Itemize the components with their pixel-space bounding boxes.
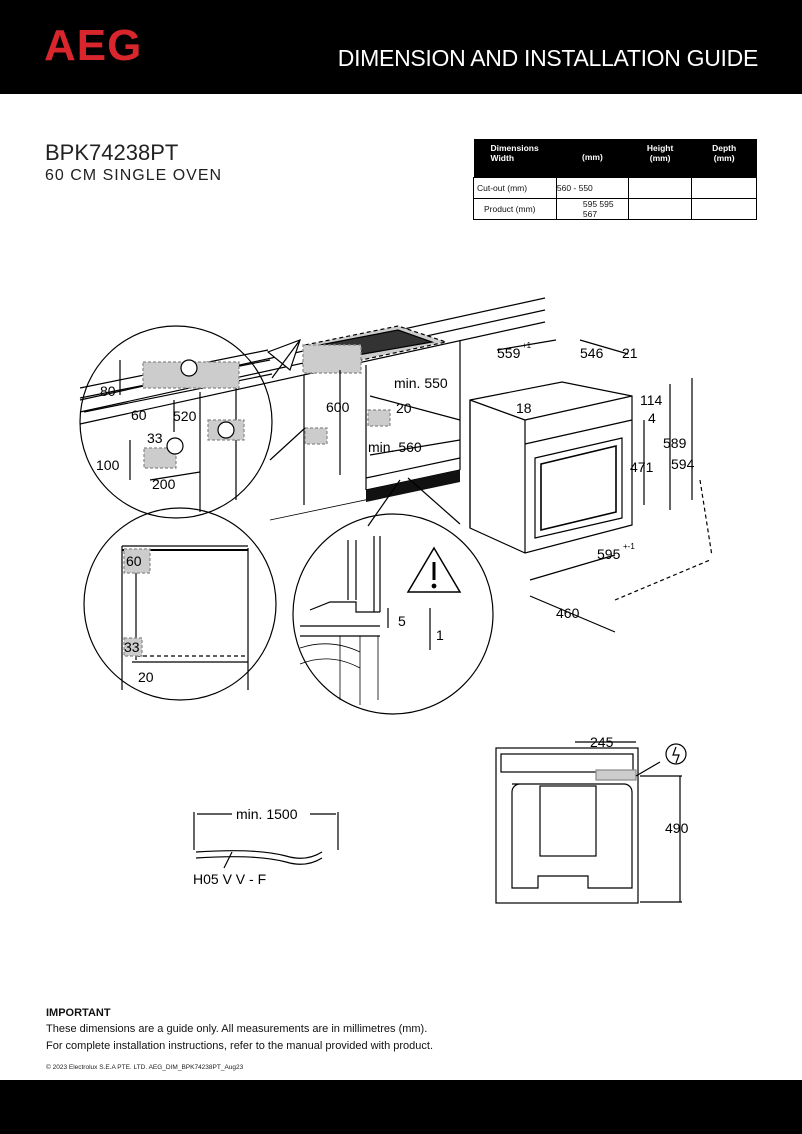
dim-label: 33 <box>147 430 163 446</box>
dim-label: 595 <box>597 546 621 562</box>
detail-circle-2 <box>83 507 277 701</box>
row-value: 595 595 567 <box>555 198 629 220</box>
dim-label: 594 <box>671 456 695 472</box>
dim-label-sup: +-1 <box>623 542 635 551</box>
header-unit: (mm) <box>582 152 603 162</box>
row-empty <box>627 198 693 220</box>
header-label: Height <box>646 143 674 153</box>
cable-type: H05 V V - F <box>193 871 266 887</box>
dim-label: 20 <box>396 400 412 416</box>
dim-label: 546 <box>580 345 604 361</box>
dim-label: 200 <box>152 476 176 492</box>
dim-label: 80 <box>100 383 116 399</box>
dim-line <box>614 559 711 601</box>
dim-line <box>529 595 616 633</box>
header-label: Depth <box>712 143 737 153</box>
header-unit: (mm) <box>649 153 671 163</box>
guide-title: DIMENSION AND INSTALLATION GUIDE <box>337 45 759 71</box>
header-height: Height (mm) <box>628 139 692 178</box>
dim-label: 559 <box>497 345 521 361</box>
dimensions-table: Dimensions Width (mm) Height (mm) Depth … <box>473 139 757 220</box>
dim-label: 600 <box>326 399 350 415</box>
header-depth: Depth (mm) <box>691 139 757 178</box>
installation-drawing: 600 min. 550 20 min. 560 80 60 520 33 10… <box>79 297 713 904</box>
dim-line <box>369 439 461 456</box>
important-heading: IMPORTANT <box>46 1007 111 1019</box>
dim-label: min. 1500 <box>236 806 298 822</box>
dim-label: 1 <box>436 627 444 643</box>
header-bar: AEG DIMENSION AND INSTALLATION GUIDE <box>0 0 802 94</box>
row-empty <box>691 198 757 220</box>
table-row: Product (mm) 595 595 567 <box>473 198 757 220</box>
dim-label-sup: +1 <box>522 341 532 350</box>
shaded-area <box>304 427 328 445</box>
dim-label: 4 <box>648 410 656 426</box>
dim-line <box>529 554 616 581</box>
dim-label: 471 <box>630 459 654 475</box>
table-header-row: Dimensions Width (mm) Height (mm) Depth … <box>473 139 757 178</box>
dim-line <box>699 479 713 557</box>
dim-label: 5 <box>398 613 406 629</box>
dim-label: 18 <box>516 400 532 416</box>
dim-line <box>496 339 557 351</box>
dim-label: 33 <box>124 639 140 655</box>
detail-circle-3 <box>292 477 494 715</box>
dim-label: 520 <box>173 408 197 424</box>
dim-label: 60 <box>131 407 147 423</box>
aeg-logo: AEG <box>44 21 143 70</box>
shaded-area <box>302 344 362 374</box>
dim-label: 21 <box>622 345 638 361</box>
model-number: BPK74238PT <box>45 140 179 165</box>
oven-perspective <box>469 381 633 554</box>
dim-label: 589 <box>663 435 687 451</box>
dim-label: 114 <box>640 392 663 408</box>
header-label: Dimensions Width <box>490 143 539 163</box>
dim-label: 245 <box>590 734 614 750</box>
shaded-area <box>367 409 391 427</box>
dim-label: min. 550 <box>394 375 448 391</box>
dim-line <box>369 395 461 421</box>
dim-label: min. 560 <box>368 439 422 455</box>
dim-label: 60 <box>126 553 142 569</box>
detail-circle-1 <box>79 325 306 519</box>
copyright: © 2023 Electrolux S.E.A PTE. LTD. AEG_DI… <box>46 1064 244 1071</box>
header-unit: (mm) <box>713 153 735 163</box>
dim-label: 100 <box>96 457 120 473</box>
oven-rear-view <box>495 741 687 904</box>
dim-label: 20 <box>138 669 154 685</box>
dim-line <box>579 339 629 355</box>
header-width-unit: (mm) <box>556 139 629 178</box>
dim-label: 460 <box>556 605 580 621</box>
power-cable <box>193 812 339 869</box>
important-note-line2: For complete installation instructions, … <box>46 1040 434 1052</box>
footer-bar <box>0 1080 802 1134</box>
header-dimensions-width: Dimensions Width <box>473 139 557 178</box>
important-note-line1: These dimensions are a guide only. All m… <box>46 1023 428 1035</box>
dim-label: 490 <box>665 820 689 836</box>
product-description: 60 CM SINGLE OVEN <box>45 167 223 184</box>
